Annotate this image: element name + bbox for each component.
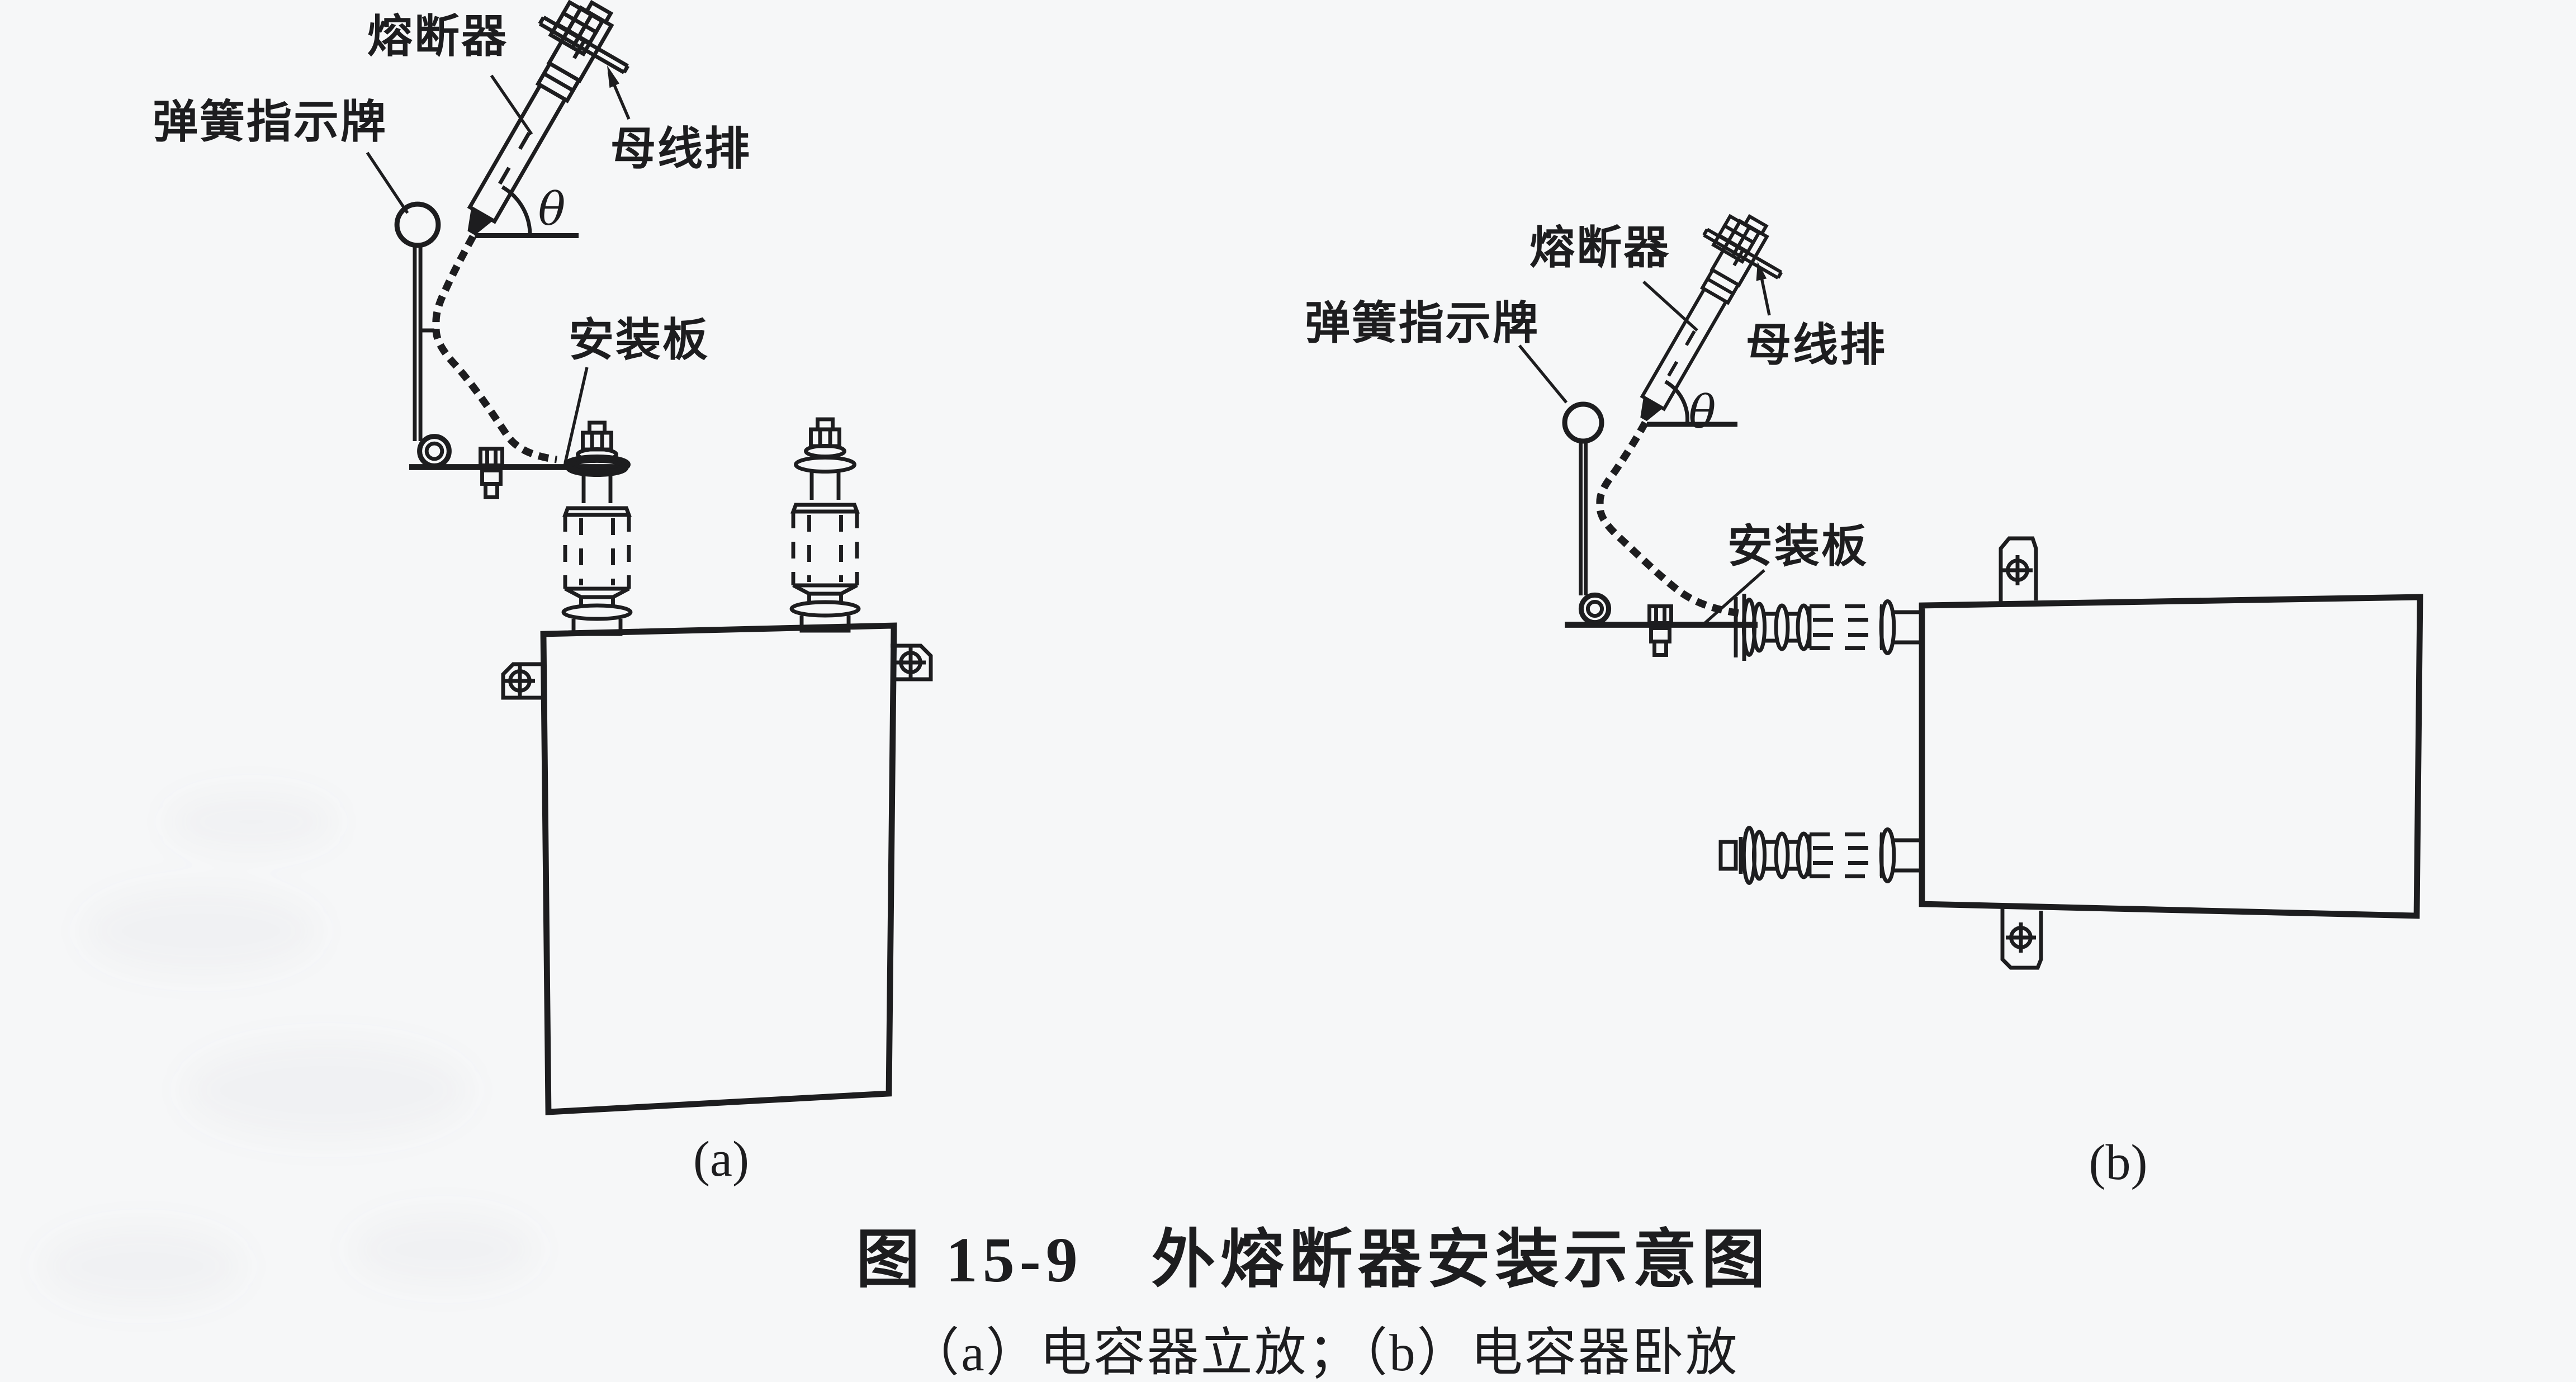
bushing-end-bolt-b	[1718, 840, 1738, 871]
theta-arc-b	[1664, 380, 1689, 425]
fuse-label-b: 熔断器	[1530, 223, 1670, 273]
capacitor-box-b	[1919, 594, 2423, 919]
mounting-tab-top-b	[1999, 536, 2038, 604]
spring-indicator-a	[394, 201, 452, 468]
bushing-right-a	[792, 419, 859, 631]
busbar-label-b: 母线排	[1746, 320, 1887, 371]
busbar-label-a: 母线排	[610, 124, 751, 174]
mounting-tab-right-a	[891, 643, 933, 681]
bushing-left-a	[564, 423, 631, 634]
bleed-through-smudges	[42, 792, 537, 1307]
fuse-label-a: 熔断器	[367, 12, 508, 62]
mounting-plate-leader-line-a	[564, 367, 589, 463]
fuse-leader-line-a	[490, 74, 533, 135]
bushing-bottom-b	[1718, 828, 1922, 883]
caption-title: 图 15-9 外熔断器安装示意图	[856, 1224, 1770, 1295]
spring-leader-line-b	[1518, 344, 1568, 404]
theta-arc-a	[501, 185, 532, 236]
theta-angle-a	[475, 185, 579, 238]
tab-bolt-icon	[2006, 922, 2036, 953]
indicator-ball-a	[394, 201, 441, 248]
flexible-lead-b	[1596, 420, 1745, 618]
flexible-lead-a	[432, 234, 557, 463]
spring-indicator-label-b: 弹簧指示牌	[1305, 299, 1540, 349]
mounting-plate-label-b: 安装板	[1727, 522, 1868, 572]
mounting-tab-left-a	[501, 662, 543, 700]
spring-indicator-label-a: 弹簧指示牌	[153, 97, 387, 148]
spring-coil-b	[1578, 592, 1612, 626]
spring-leader-line-a	[366, 152, 409, 214]
theta-label-a: θ	[538, 183, 566, 236]
mounting-tab-bottom-b	[2000, 907, 2043, 970]
diagram-b: 熔断器 弹簧指示牌 母线排 安装板 θ (b)	[1305, 201, 2423, 1190]
figure-caption: 图 15-9 外熔断器安装示意图 （a）电容器立放；（b）电容器卧放	[856, 1224, 1770, 1382]
bushing-top-b	[1734, 594, 1922, 661]
fuse-leader-line-b	[1642, 280, 1698, 332]
capacitor-box-a	[540, 622, 897, 1115]
terminal-disc-a	[564, 455, 631, 475]
theta-angle-b	[1647, 380, 1737, 427]
tab-bolt-icon	[2002, 555, 2033, 585]
sublabel-a: (a)	[693, 1132, 749, 1187]
mounting-plate-label-a: 安装板	[569, 315, 709, 366]
indicator-ball-b	[1562, 401, 1604, 444]
diagram-a: 熔断器 弹簧指示牌 母线排 安装板 θ (a)	[153, 0, 933, 1187]
theta-label-b: θ	[1689, 386, 1716, 439]
sublabel-b: (b)	[2089, 1135, 2148, 1190]
caption-subtitle: （a）电容器立放；（b）电容器卧放	[907, 1324, 1739, 1382]
plate-bolt-a	[481, 449, 503, 498]
plate-bolt-b	[1650, 607, 1671, 655]
spring-coil-a	[417, 434, 452, 468]
tab-bolt-icon	[896, 647, 926, 678]
busbar-leader-arrowhead-a	[607, 65, 619, 88]
